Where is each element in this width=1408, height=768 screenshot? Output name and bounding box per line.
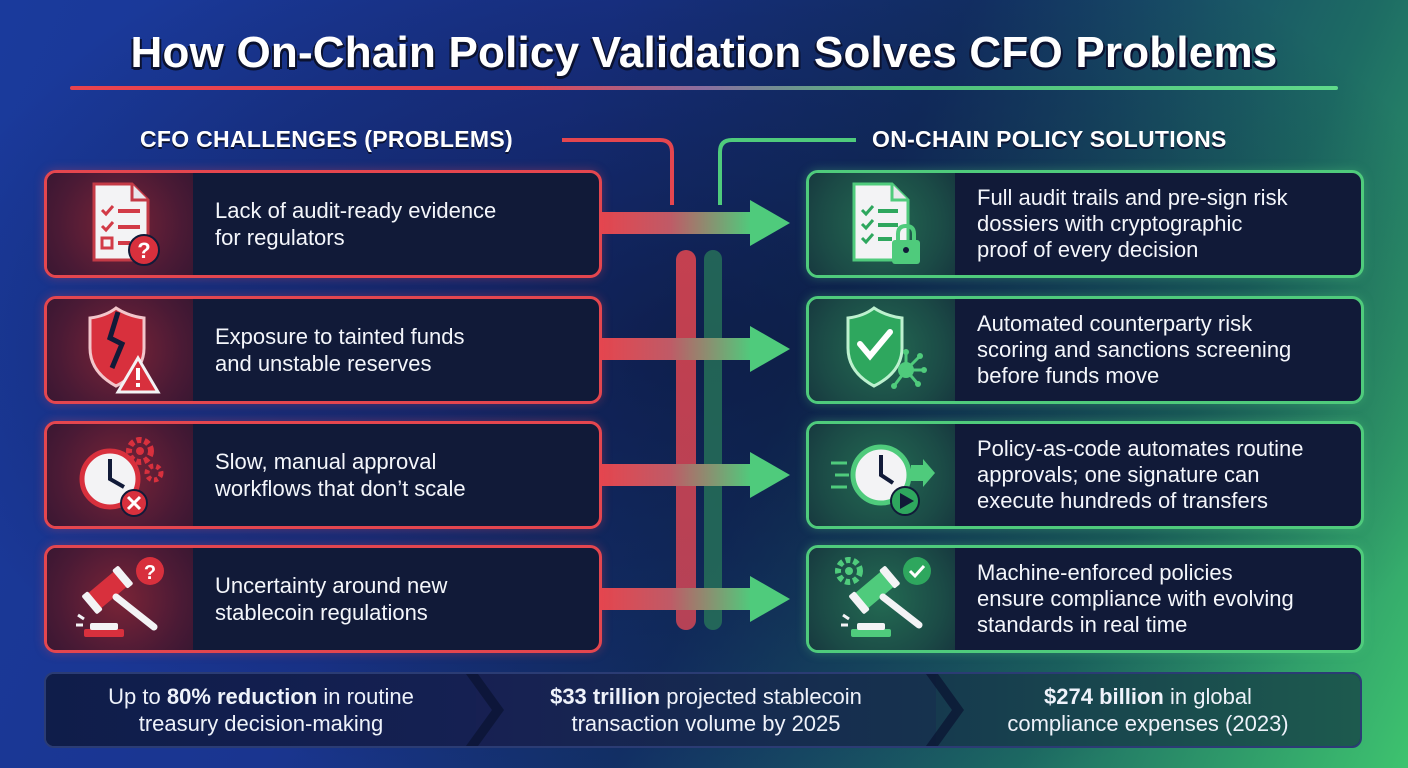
stat-3-highlight: $274 billion	[1044, 684, 1164, 709]
weave-band-left	[676, 250, 696, 630]
flow-arrow-1	[602, 200, 790, 246]
right-heading-connector	[718, 138, 856, 205]
flow-arrow-3	[602, 452, 790, 498]
left-heading-connector	[562, 138, 674, 205]
weave-band-right	[704, 250, 722, 630]
page-title: How On-Chain Policy Validation Solves CF…	[130, 28, 1278, 77]
gavel-question-icon: ?	[47, 548, 193, 650]
problems-heading: CFO CHALLENGES (PROBLEMS)	[140, 126, 513, 152]
fast-clock-play-icon	[809, 424, 955, 526]
solutions-heading: ON-CHAIN POLICY SOLUTIONS	[872, 126, 1227, 152]
title-underline	[70, 86, 1338, 90]
svg-text:?: ?	[137, 238, 150, 263]
checklist-question-icon: ?	[47, 173, 193, 275]
clock-gears-x-icon	[47, 424, 193, 526]
stat-1-highlight: 80% reduction	[166, 684, 318, 709]
flow-arrow-2	[602, 326, 790, 372]
chevron-divider-1	[466, 674, 504, 746]
gear-gavel-check-icon	[809, 548, 955, 650]
stat-dividers	[466, 674, 964, 746]
flow-arrow-4	[602, 576, 790, 622]
broken-shield-warning-icon	[47, 299, 193, 401]
shield-check-network-icon	[809, 299, 955, 401]
svg-text:?: ?	[144, 562, 156, 584]
chevron-divider-2	[926, 674, 964, 746]
stat-2-highlight: $33 trillion	[550, 684, 661, 709]
checklist-lock-icon	[809, 173, 955, 275]
